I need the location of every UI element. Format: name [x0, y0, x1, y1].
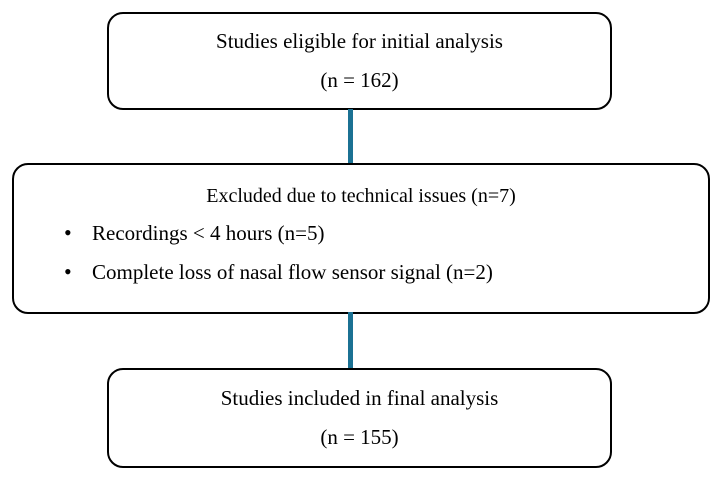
box-eligible-title: Studies eligible for initial analysis [216, 29, 503, 54]
exclusion-reason-2: Complete loss of nasal flow sensor signa… [92, 260, 493, 285]
box-included-title: Studies included in final analysis [220, 386, 499, 411]
bullet-icon: • [64, 259, 72, 285]
connector-middle-to-bottom [348, 312, 353, 370]
box-eligible-count: (n = 162) [320, 67, 399, 92]
bullet-icon: • [64, 220, 72, 245]
list-item: • Recordings < 4 hours (n=5) [14, 218, 708, 248]
exclusion-reason-1: Recordings < 4 hours (n=5) [92, 221, 325, 245]
box-excluded-title: Excluded due to technical issues (n=7) [206, 185, 516, 207]
box-included-studies: Studies included in final analysis (n = … [107, 368, 612, 468]
box-included-count: (n = 155) [320, 424, 399, 449]
box-excluded-studies: Excluded due to technical issues (n=7) •… [12, 163, 710, 314]
list-item: • Complete loss of nasal flow sensor sig… [14, 257, 708, 287]
exclusion-reasons-list: • Recordings < 4 hours (n=5) • Complete … [14, 218, 708, 288]
connector-top-to-middle [348, 109, 353, 165]
box-eligible-studies: Studies eligible for initial analysis (n… [107, 12, 612, 110]
